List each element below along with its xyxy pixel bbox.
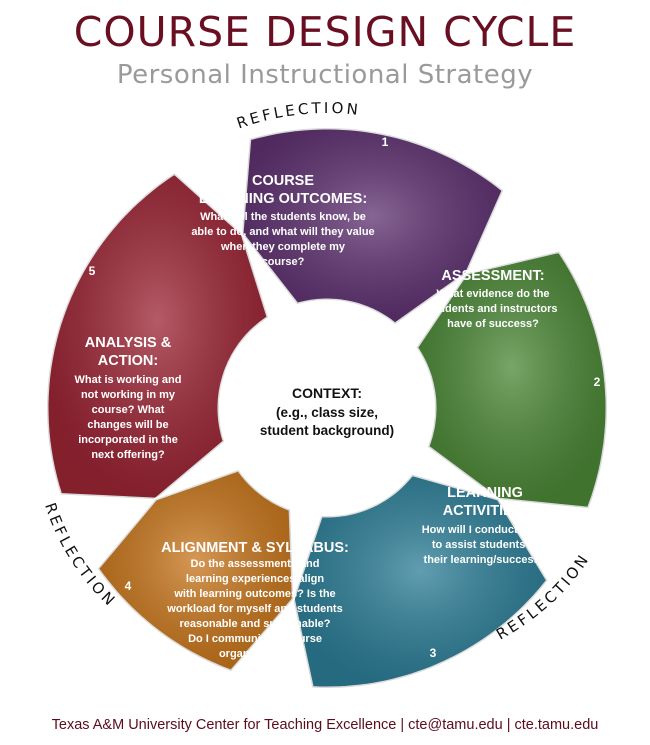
segment-2-title-line: ASSESSMENT: <box>441 268 544 284</box>
segment-5-body-line: not working in my <box>81 389 176 401</box>
cycle-labels: COURSE LEARNING OUTCOMES: What will the st… <box>75 135 601 660</box>
context-line-2: student background) <box>260 423 394 438</box>
context-title: CONTEXT: <box>292 385 362 401</box>
segment-4-body-line: workload for myself and students <box>166 603 342 615</box>
segment-3-body-line: their learning/success? <box>424 554 547 566</box>
segment-1-body-line: course? <box>262 256 305 268</box>
segment-4-body-line: with learning outcomes? Is the <box>173 588 335 600</box>
cycle-segment-4-shading <box>293 474 548 688</box>
segment-2-body-line: What evidence do the <box>436 288 549 300</box>
segment-4-number: 4 <box>125 579 132 593</box>
cycle-segment-1-shading <box>47 173 269 500</box>
segment-1-title-line: LEARNING OUTCOMES: <box>199 191 367 207</box>
segment-5-body-line: next offering? <box>91 449 165 461</box>
segment-1-body-line: What will the students know, be <box>200 211 366 223</box>
segment-5-number: 5 <box>89 264 96 278</box>
segment-1-number: 1 <box>382 135 389 149</box>
page-title: COURSE DESIGN CYCLE <box>73 8 577 56</box>
cycle-segment-3-shading <box>416 251 607 509</box>
segment-4-body-line: reasonable and sustainable? <box>180 618 331 630</box>
segment-5-body-line: course? What <box>92 404 165 416</box>
segment-3-body-line: to assist students in <box>432 539 539 551</box>
segment-4-body-line: Do the assessments and <box>191 558 320 570</box>
segment-1-body-line: able to do, and what will they value <box>191 226 374 238</box>
context-circle <box>219 300 435 516</box>
segment-5-body-line: What is working and <box>75 374 182 386</box>
segment-5-title-line: ACTION: <box>98 353 158 369</box>
segment-3-title-line: ACTIVITIES: <box>443 503 528 519</box>
segment-2-body-line: students and instructors <box>429 303 558 315</box>
segment-3-body-line: How will I conduct class <box>422 524 549 536</box>
cycle-segment-2-shading <box>242 128 504 325</box>
segment-5-title-line: ANALYSIS & <box>85 335 172 351</box>
cycle-segment-5-shading <box>97 469 294 672</box>
segment-5-body-line: incorporated in the <box>78 434 178 446</box>
segment-4-body-line: learning experiences align <box>186 573 324 585</box>
segment-2-body-line: have of success? <box>447 318 539 330</box>
segment-5-body-line: changes will be <box>87 419 168 431</box>
segment-2-number: 2 <box>594 375 601 389</box>
footer-credit: Texas A&M University Center for Teaching… <box>51 717 599 733</box>
segment-4-body-line: Do I communicate course <box>188 633 322 645</box>
segment-3-number: 3 <box>430 646 437 660</box>
segment-4-body-line: organization? <box>219 648 291 660</box>
segment-4-title-line: ALIGNMENT & SYLLABUS: <box>161 540 349 556</box>
segment-1-body-line: when they complete my <box>220 241 346 253</box>
segment-1-title-line: COURSE <box>252 173 314 189</box>
context-line-1: (e.g., class size, <box>276 405 378 420</box>
segment-3-title-line: LEARNING <box>447 485 523 501</box>
page-subtitle: Personal Instructional Strategy <box>116 60 534 90</box>
